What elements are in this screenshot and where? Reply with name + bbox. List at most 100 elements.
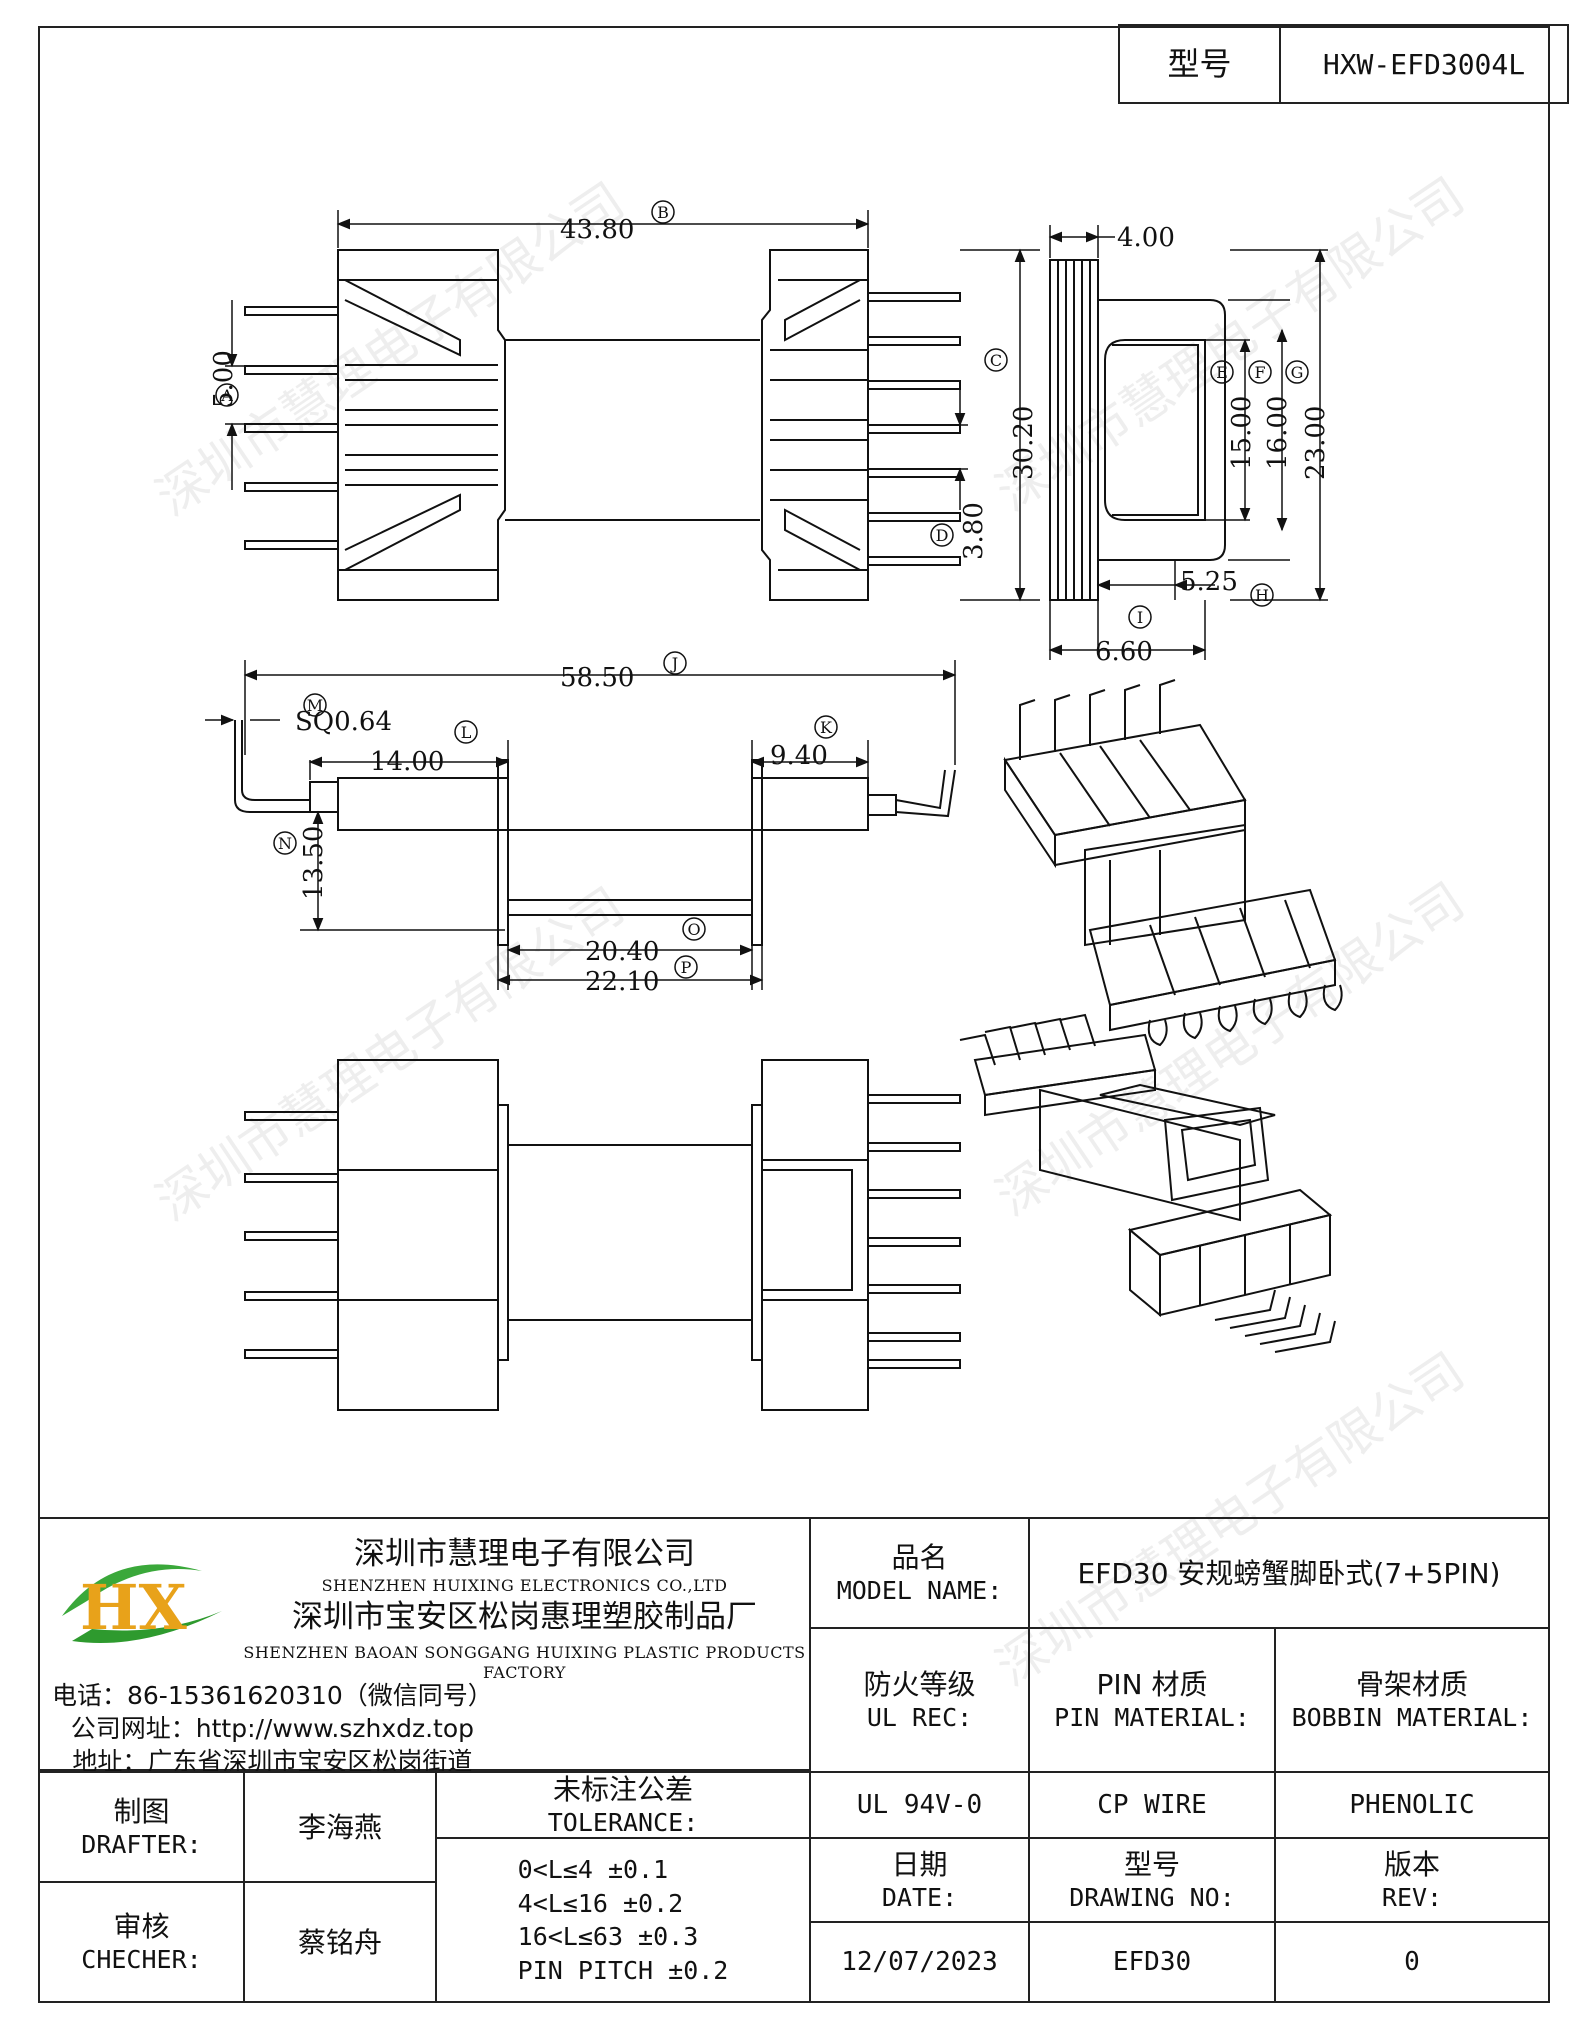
ref-n: N	[273, 831, 297, 855]
ul-rec-value: UL 94V-0	[856, 1789, 983, 1820]
company-website: 公司网址：http://www.szhxdz.top	[70, 1714, 475, 1743]
rev-value: 0	[1404, 1946, 1420, 1977]
dim-23-00: 23.00	[1301, 406, 1331, 480]
drafter-label-cell: 制图 DRAFTER:	[38, 1771, 245, 1883]
factory-name-en: SHENZHEN BAOAN SONGGANG HUIXING PLASTIC …	[243, 1642, 806, 1682]
date-value: 12/07/2023	[841, 1946, 998, 1977]
ul-rec-label-zh: 防火等级	[863, 1667, 976, 1701]
ul-rec-label-cell: 防火等级 UL REC:	[809, 1627, 1030, 1773]
pin-material-value-cell: CP WIRE	[1028, 1771, 1276, 1839]
tolerance-line: 4<L≤16 ±0.2	[517, 1888, 684, 1918]
dim-20-40: 20.40	[585, 937, 659, 967]
checker-label-en: CHECHER:	[81, 1944, 202, 1974]
model-name-label-cell: 品名 MODEL NAME:	[809, 1517, 1030, 1629]
rev-label-en: REV:	[1381, 1882, 1443, 1912]
ref-a: A	[215, 383, 239, 407]
drawing-no-value: EFD30	[1112, 1946, 1192, 1977]
drawing-no-label-zh: 型号	[1123, 1847, 1180, 1881]
ul-rec-value-cell: UL 94V-0	[809, 1771, 1030, 1839]
ref-l: L	[454, 720, 478, 744]
drawing-no-label-cell: 型号 DRAWING NO:	[1028, 1837, 1276, 1923]
dim-6-60: 6.60	[1095, 637, 1153, 667]
company-phone: 电话：86-15361620310（微信同号）	[52, 1681, 493, 1710]
top-view-right-flange	[761, 249, 869, 601]
header-model-label-cell: 型号	[1118, 24, 1281, 104]
pin-material-value: CP WIRE	[1097, 1789, 1207, 1820]
bobbin-material-label-en: BOBBIN MATERIAL:	[1291, 1702, 1533, 1732]
model-name-label-en: MODEL NAME:	[836, 1575, 1003, 1605]
model-name-label-zh: 品名	[891, 1540, 948, 1574]
tolerance-label-zh: 未标注公差	[552, 1772, 693, 1806]
dim-15-00: 15.00	[1227, 396, 1257, 470]
dim-13-50: 13.50	[299, 826, 329, 900]
date-label-zh: 日期	[891, 1847, 948, 1881]
svg-text:P: P	[681, 958, 692, 977]
svg-text:J: J	[670, 654, 678, 673]
header-model-label: 型号	[1167, 45, 1232, 83]
checker-label-zh: 审核	[113, 1909, 170, 1943]
top-view-left-pins	[244, 306, 339, 550]
dim-58-50: 58.50	[560, 663, 634, 693]
date-value-cell: 12/07/2023	[809, 1921, 1030, 2003]
drawing-no-value-cell: EFD30	[1028, 1921, 1276, 2003]
svg-text:D: D	[936, 526, 949, 545]
side-view	[1049, 259, 1226, 601]
tolerance-line: 0<L≤4 ±0.1	[517, 1855, 669, 1884]
technical-drawing: 43.80 5.00 30.20 3.80 4.00 15.00 16.00 2…	[205, 200, 1343, 1411]
bobbin-material-label-cell: 骨架材质 BOBBIN MATERIAL:	[1274, 1627, 1550, 1773]
bobbin-material-value-cell: PHENOLIC	[1274, 1771, 1550, 1839]
tolerance-line: PIN PITCH ±0.2	[517, 1955, 729, 1985]
tolerance-values-cell: 0<L≤4 ±0.1 4<L≤16 ±0.2 16<L≤63 ±0.3 PIN …	[435, 1837, 811, 2003]
company-info-cell: HX 深圳市慧理电子有限公司 SHENZHEN HUIXING ELECTRON…	[38, 1517, 811, 1776]
ref-p: P	[674, 955, 698, 979]
drafter-value-cell: 李海燕	[243, 1771, 437, 1883]
dim-4-00: 4.00	[1117, 223, 1175, 253]
svg-text:A: A	[220, 386, 233, 405]
isometric-view-bottom	[959, 1013, 1336, 1353]
rev-label-zh: 版本	[1383, 1847, 1440, 1881]
company-name-zh: 深圳市慧理电子有限公司	[354, 1536, 695, 1572]
ul-rec-label-en: UL REC:	[866, 1702, 973, 1732]
pin-material-label-zh: PIN 材质	[1096, 1667, 1208, 1701]
tolerance-label-en: TOLERANCE:	[547, 1807, 699, 1837]
dim-5-00: 5.00	[209, 350, 239, 408]
rev-value-cell: 0	[1274, 1921, 1550, 2003]
ref-m: M	[303, 693, 327, 717]
checker-value-cell: 蔡铭舟	[243, 1881, 437, 2003]
bottom-view	[244, 1059, 961, 1411]
dim-30-20: 30.20	[1009, 406, 1039, 480]
logo-text: HX	[80, 1571, 188, 1644]
svg-text:I: I	[1137, 608, 1143, 627]
checker-value: 蔡铭舟	[297, 1925, 382, 1959]
tolerance-label-cell: 未标注公差 TOLERANCE:	[435, 1771, 811, 1839]
header-model-value-cell: HXW-EFD3004L	[1279, 24, 1569, 104]
dim-sq-0-64: SQ0.64	[295, 707, 392, 737]
svg-text:B: B	[657, 203, 669, 222]
pin-material-label-cell: PIN 材质 PIN MATERIAL:	[1028, 1627, 1276, 1773]
drawing-no-label-en: DRAWING NO:	[1069, 1882, 1235, 1912]
tolerance-line: 16<L≤63 ±0.3	[517, 1922, 699, 1951]
drafter-label-en: DRAFTER:	[81, 1829, 202, 1859]
isometric-view-top	[1003, 679, 1343, 1047]
ref-e: E	[1210, 360, 1234, 384]
dim-3-80: 3.80	[959, 502, 989, 560]
ref-j: J	[663, 651, 687, 675]
model-name-value-cell: EFD30 安规螃蟹脚卧式(7+5PIN)	[1028, 1517, 1550, 1629]
model-name-value: EFD30 安规螃蟹脚卧式(7+5PIN)	[1077, 1556, 1501, 1590]
svg-text:O: O	[687, 920, 700, 939]
svg-text:F: F	[1254, 363, 1265, 382]
ref-c: C	[984, 348, 1008, 372]
factory-name-zh: 深圳市宝安区松岗惠理塑胶制品厂	[292, 1598, 757, 1635]
pin-material-label-en: PIN MATERIAL:	[1054, 1702, 1250, 1732]
date-label-en: DATE:	[881, 1882, 958, 1912]
svg-text:H: H	[1255, 586, 1269, 605]
bobbin-material-value: PHENOLIC	[1349, 1789, 1475, 1820]
checker-label-cell: 审核 CHECHER:	[38, 1881, 245, 2003]
dim-22-10: 22.10	[585, 967, 659, 997]
svg-text:E: E	[1216, 363, 1228, 382]
ref-b: B	[651, 200, 675, 224]
dim-9-40: 9.40	[770, 741, 828, 771]
dim-5-25: 5.25	[1180, 567, 1238, 597]
company-name-en: SHENZHEN HUIXING ELECTRONICS CO.,LTD	[321, 1575, 728, 1595]
dim-43-80: 43.80	[560, 215, 634, 245]
